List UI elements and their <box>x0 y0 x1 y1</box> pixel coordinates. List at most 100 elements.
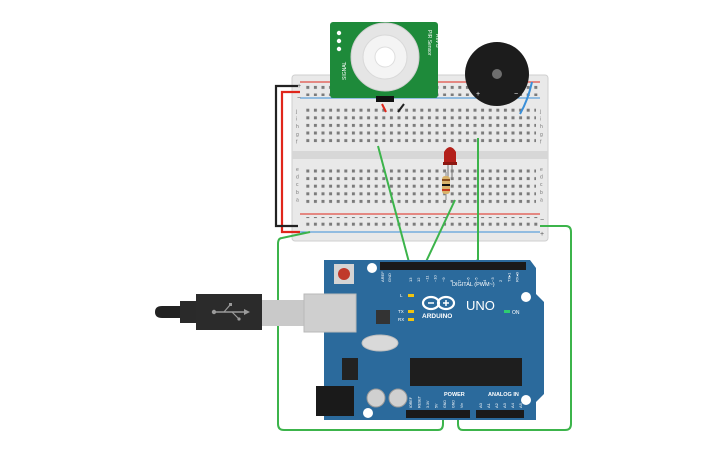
led-rx-indicator <box>408 318 414 321</box>
pin-label-digital: 12 <box>416 277 421 282</box>
resistor[interactable] <box>442 172 450 200</box>
mount-hole <box>363 408 373 418</box>
pin-label-digital: RX◂0 <box>515 271 520 282</box>
atmega-chip <box>410 358 522 386</box>
usb-chip <box>376 310 390 324</box>
rail-minus-label-bottom: − <box>540 217 544 224</box>
row-letter: i <box>540 117 541 123</box>
pin-label-digital: ~11 <box>424 275 429 282</box>
pin-label-digital: ~5 <box>474 277 479 282</box>
reset-button-cap[interactable] <box>338 268 350 280</box>
buzzer-blue-lead[interactable] <box>519 81 533 115</box>
mount-hole <box>521 395 531 405</box>
arduino-uno-board[interactable]: L TX RX ON ARDUINO UNO DIGITAL (PWM~) PO… <box>303 260 544 420</box>
arduino-logo-icon <box>421 295 456 311</box>
rail-plus-label-bottom: + <box>540 231 544 238</box>
row-letter: d <box>540 175 543 181</box>
row-letter: f <box>540 139 542 145</box>
pin-label-aref: AREF <box>380 271 385 282</box>
voltage-regulator <box>342 358 358 380</box>
led-rx-label: RX <box>398 317 404 322</box>
pir-vcc-lead[interactable] <box>381 103 387 113</box>
pin-label-digital: 7 <box>457 279 462 282</box>
row-letter: e <box>540 167 543 173</box>
row-letter: c <box>296 182 299 188</box>
row-letter: b <box>296 190 299 196</box>
led-l-indicator <box>408 294 414 297</box>
row-letter: d <box>296 175 299 181</box>
pin-label-digital: 2 <box>498 279 503 282</box>
power-header[interactable] <box>406 410 470 418</box>
pin-label-digital: 4 <box>482 279 487 282</box>
pin-label-power: Vin <box>460 403 464 408</box>
pin-label-power: GND <box>452 400 456 408</box>
row-letter: h <box>540 124 543 130</box>
vcc-loop-wire[interactable] <box>457 225 572 431</box>
pin-label-power: RESET <box>418 395 422 408</box>
row-letter: c <box>540 182 543 188</box>
row-letter: j <box>539 109 541 115</box>
usb-port[interactable] <box>303 293 357 333</box>
pin-label-gnd: GND <box>387 273 392 282</box>
power-jack[interactable] <box>316 386 354 416</box>
red-led[interactable] <box>443 147 457 178</box>
pin-label-digital: ~9 <box>441 277 446 282</box>
row-letter: b <box>540 190 543 196</box>
pin-label-power: IOREF <box>409 396 413 408</box>
rail-plus-label: + <box>297 83 301 90</box>
piezo-buzzer[interactable]: + − <box>465 42 529 106</box>
ground-loop-wire[interactable] <box>277 231 444 431</box>
row-letter: a <box>540 197 543 203</box>
pin-label-digital: ~3 <box>490 277 495 282</box>
pin-label-analog: A2 <box>494 402 499 408</box>
led-wire[interactable] <box>423 199 456 267</box>
pir-label-right: PIR Sensor <box>426 30 432 56</box>
pin-label-analog: A3 <box>502 402 507 408</box>
pin-label-analog: A1 <box>486 402 491 408</box>
analog-header[interactable] <box>476 410 524 418</box>
led-tx-indicator <box>408 310 414 313</box>
on-label: ON <box>512 310 520 316</box>
buzzer-minus-label: − <box>514 91 518 98</box>
row-letter: j <box>295 109 297 115</box>
pin-label-power: GND <box>443 400 447 408</box>
usb-icon <box>211 303 250 321</box>
pir-sensor[interactable]: SIGNAL PIR Sensor Rev B <box>330 22 440 102</box>
pin-label-digital: 8 <box>449 279 454 282</box>
analog-section-label: ANALOG IN <box>488 392 519 398</box>
pin-label-power: 5V <box>435 403 439 408</box>
pin-label-digital: 13 <box>408 277 413 282</box>
black-ground-wire[interactable] <box>274 84 298 228</box>
board-model: UNO <box>466 298 495 313</box>
capacitor <box>366 388 386 408</box>
led-on-indicator <box>504 310 510 313</box>
mount-hole <box>521 292 531 302</box>
row-letter: g <box>296 132 299 138</box>
row-letter: a <box>296 197 299 203</box>
mount-hole <box>367 263 377 273</box>
buzzer-plus-label: + <box>476 91 480 98</box>
pin-label-digital: ~10 <box>433 274 438 282</box>
pin-label-power: 3.3V <box>426 400 430 408</box>
pin-label-digital: TX▸1 <box>506 272 511 282</box>
row-letter: i <box>296 117 297 123</box>
pin-label-analog: A4 <box>510 402 515 408</box>
red-power-wire[interactable] <box>280 90 300 234</box>
row-letter: e <box>296 167 299 173</box>
power-section-label: POWER <box>444 392 465 398</box>
pir-signal-wire[interactable] <box>377 145 411 267</box>
digital-header[interactable] <box>380 262 526 270</box>
digital-section-label: DIGITAL (PWM~) <box>452 282 495 288</box>
capacitor <box>388 388 408 408</box>
power-pin-labels: IOREF RESET 3.3V 5V GND GND Vin <box>409 395 464 408</box>
pin-label-analog: A5 <box>518 402 523 408</box>
led-tx-label: TX <box>398 309 404 314</box>
row-letter: g <box>540 132 543 138</box>
row-letter: f <box>296 139 298 145</box>
pir-gnd-lead[interactable] <box>397 103 405 113</box>
pin-label-digital: ~6 <box>465 277 470 282</box>
